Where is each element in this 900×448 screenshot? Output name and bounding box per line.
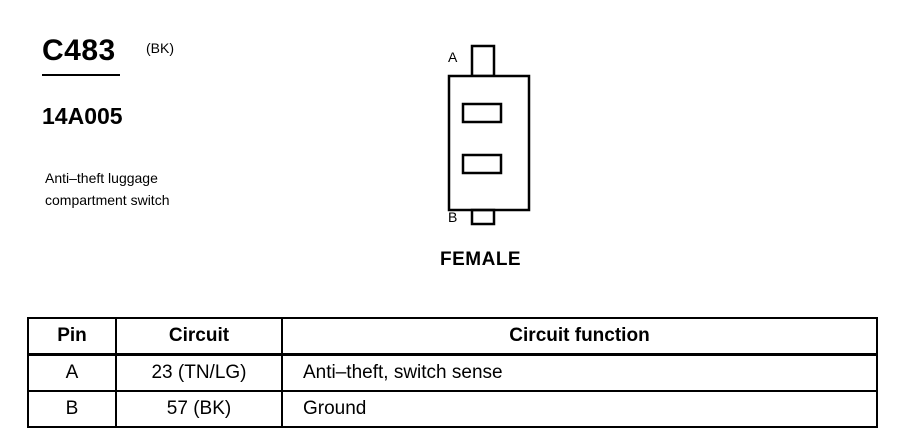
terminal-cavity-b [461,153,503,175]
connector-body [447,74,531,212]
cell-circuit: 57 (BK) [115,390,283,428]
cell-circuit: 23 (TN/LG) [115,353,283,392]
table-header-row: Pin Circuit Circuit function [27,317,878,356]
cell-pin: B [27,390,117,428]
connector-latch-bottom [470,208,496,226]
part-number: 14A005 [42,103,123,129]
connector-description: Anti–theft luggage compartment switch [45,167,169,211]
connector-face-drawing: A B [447,44,531,226]
cell-circuit-function: Ground [281,390,878,428]
description-line-1: Anti–theft luggage [45,170,158,186]
cell-pin: A [27,353,117,392]
description-line-2: compartment switch [45,192,170,208]
cell-circuit-function: Anti–theft, switch sense [281,353,878,392]
terminal-cavity-a [461,102,503,124]
connector-color: (BK) [146,40,174,56]
header-circuit-function: Circuit function [281,317,878,356]
table-row: A 23 (TN/LG) Anti–theft, switch sense [27,353,878,392]
pin-table: Pin Circuit Circuit function A 23 (TN/LG… [27,317,878,428]
header-circuit: Circuit [115,317,283,356]
connector-id: C483 [42,34,116,67]
connector-id-underline [42,74,120,76]
pin-label-a: A [448,49,458,65]
header-pin: Pin [27,317,117,356]
connector-latch-top [470,44,496,78]
pin-label-b: B [448,209,457,225]
table-row: B 57 (BK) Ground [27,390,878,428]
connector-gender-label: FEMALE [440,249,522,270]
